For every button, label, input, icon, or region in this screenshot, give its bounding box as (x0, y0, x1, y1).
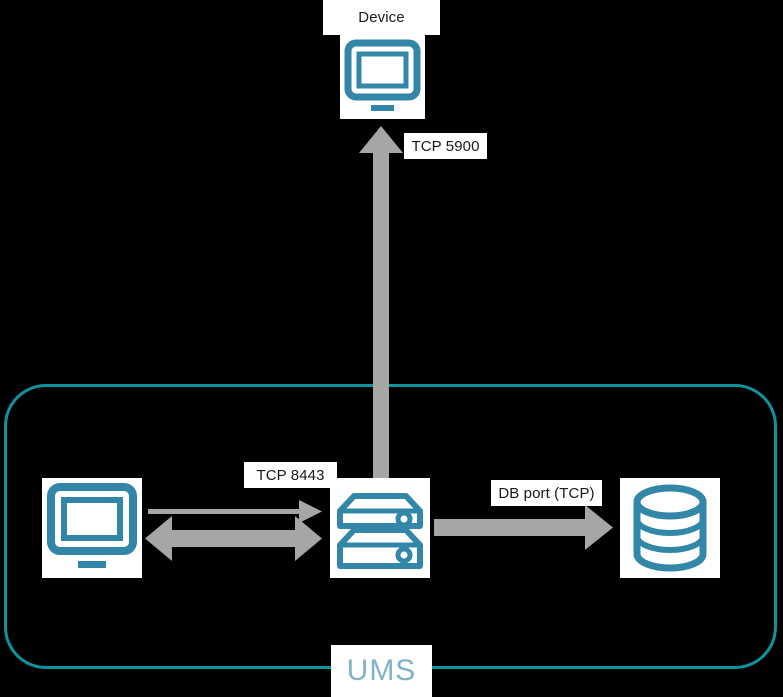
device-label: Device (323, 0, 440, 35)
db-port-label: DB port (TCP) (491, 480, 602, 506)
monitor-icon (47, 483, 137, 568)
database-icon (633, 484, 707, 572)
ums-caption-text: UMS (346, 654, 417, 687)
ums-caption-box: UMS (331, 645, 432, 697)
tcp-5900-label-text: TCP 5900 (411, 137, 480, 155)
monitor-icon (344, 39, 421, 111)
tcp-5900-label: TCP 5900 (404, 133, 487, 159)
db-port-label-text: DB port (TCP) (498, 484, 595, 502)
device-label-text: Device (358, 9, 405, 26)
tcp-8443-label-text: TCP 8443 (256, 466, 325, 484)
server-icon (337, 493, 423, 569)
tcp-8443-label: TCP 8443 (244, 462, 337, 488)
